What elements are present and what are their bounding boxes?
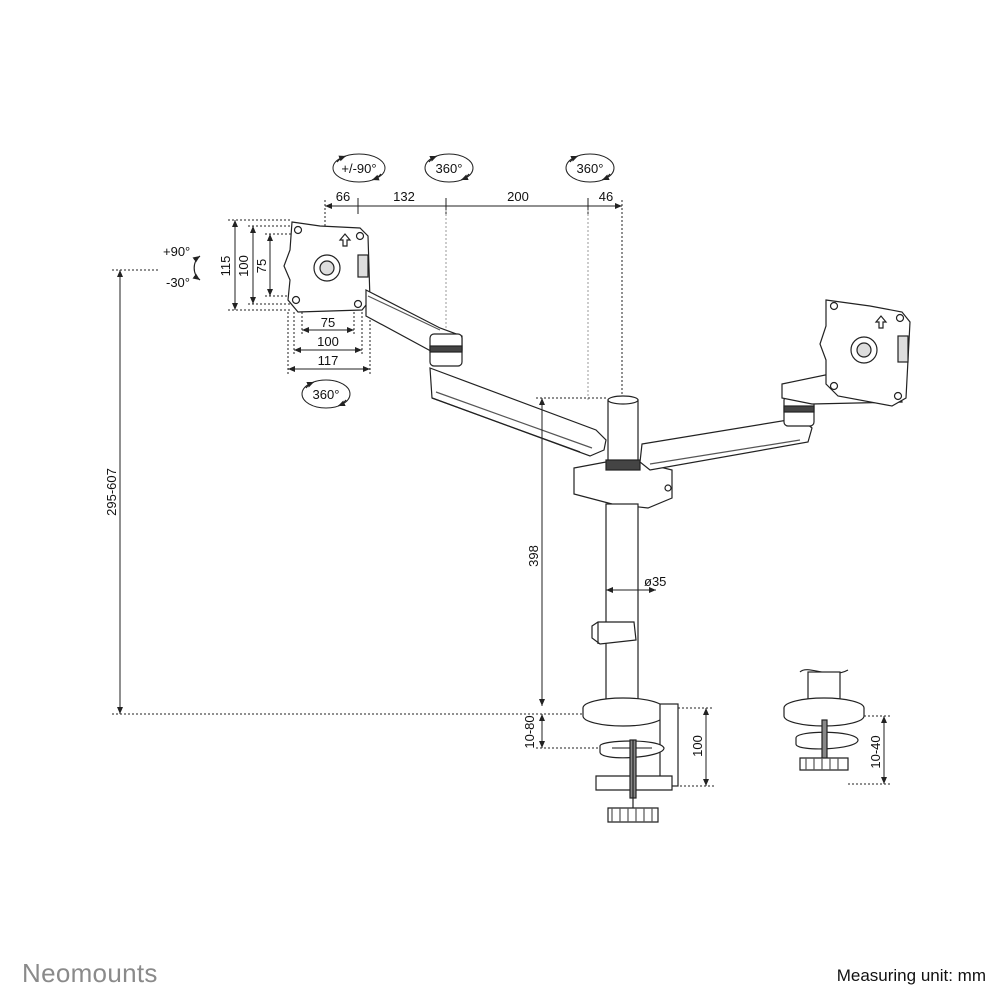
left-arm-inner [429,367,607,457]
tilt-up-label: +90° [163,244,190,259]
vesa-h-117: 117 [318,353,339,368]
plate-badge-label: 360° [313,387,340,402]
vesa-h-100: 100 [317,334,339,349]
dim-66: 66 [336,189,350,204]
clamp-height-label: 100 [690,735,705,757]
left-arm-mid-joint [429,333,463,367]
vesa-v-75: 75 [254,259,269,273]
dim-46: 46 [599,189,613,204]
height-range-label: 295-607 [104,468,119,516]
desk-clamp [582,697,679,823]
clamp-range-label: 10-80 [522,715,537,748]
vesa-h-75: 75 [321,315,335,330]
vesa-v-100: 100 [236,255,251,277]
pole-height-label: 398 [526,545,541,567]
tilt-badge-label: +/-90° [341,161,376,176]
dim-200: 200 [507,189,529,204]
pole [591,503,639,701]
height-dims [112,269,892,787]
right-vesa-plate [819,299,911,407]
pole-top [607,395,639,469]
rotation-badge-plate: 360° [301,379,351,409]
vesa-v-115: 115 [218,256,233,277]
dim-132: 132 [393,189,415,204]
tilt-down-label: -30° [166,275,190,290]
arm-hub [573,459,673,509]
grommet-range-label: 10-40 [868,735,883,768]
pole-joint-badge-label: 360° [577,161,604,176]
pole-diameter-label: ø35 [644,574,666,589]
tilt-arc-icon [192,255,201,281]
grommet-clamp [783,669,865,771]
mid-joint-badge-label: 360° [436,161,463,176]
rotation-badge-pole-joint: 360° [565,153,615,183]
rotation-badge-tilt: +/-90° [332,153,386,183]
left-vesa-plate [283,221,371,313]
brand-logo-text: Neomounts [22,958,158,988]
rotation-badge-mid-joint: 360° [424,153,474,183]
unit-note: Measuring unit: mm [836,966,986,985]
